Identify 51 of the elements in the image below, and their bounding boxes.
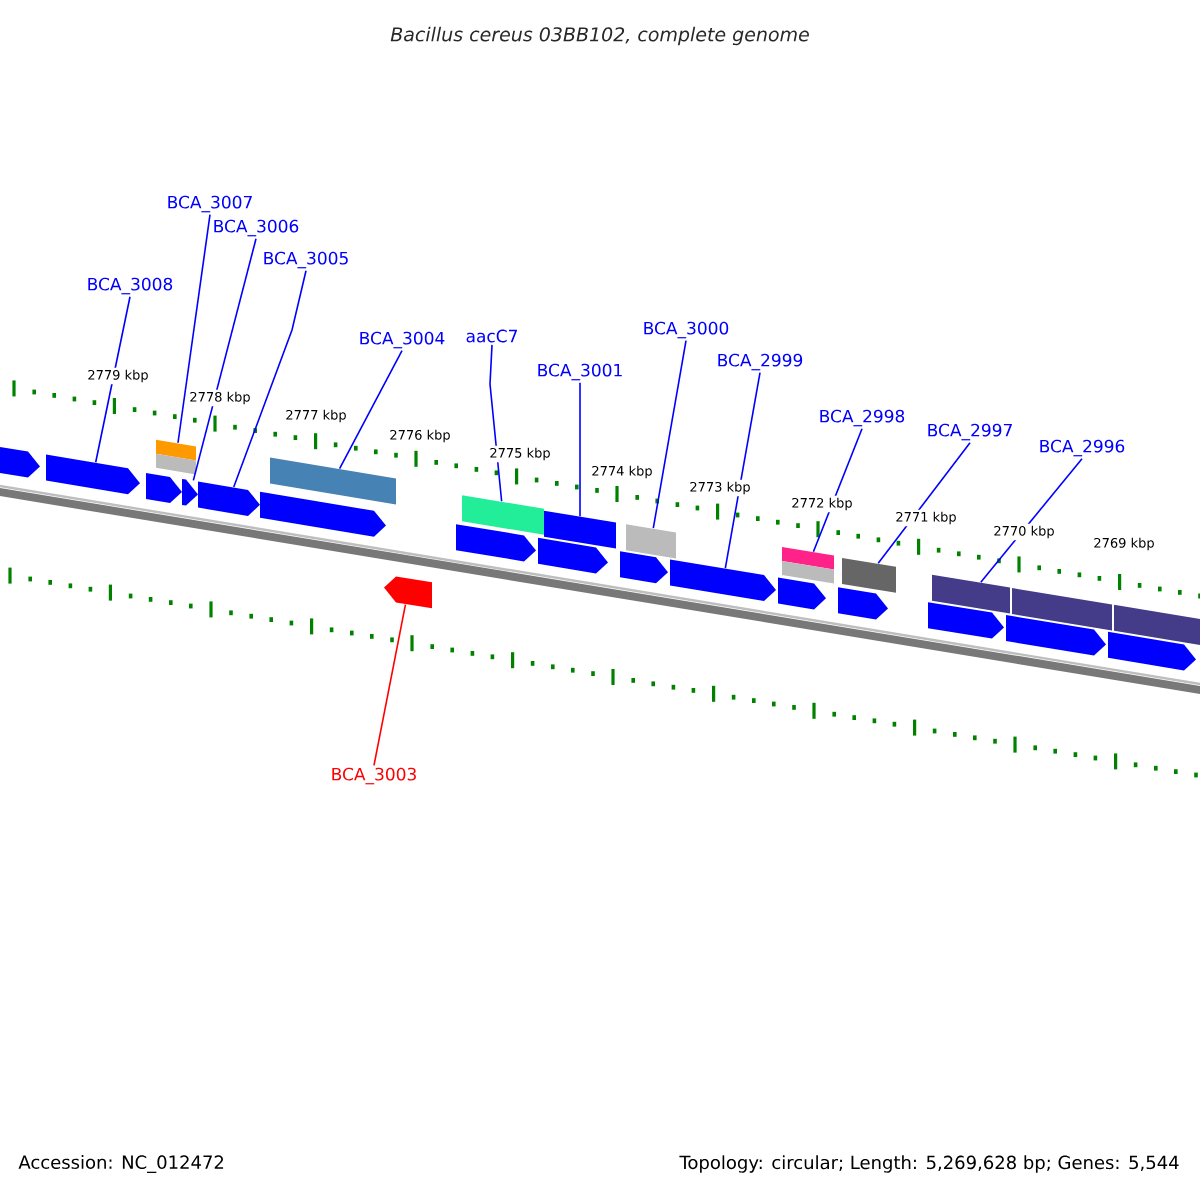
leader-line <box>338 349 403 470</box>
gene-feature <box>1006 615 1106 656</box>
gene-label: BCA_3006 <box>214 219 299 237</box>
gene-feature <box>842 558 896 593</box>
gene-feature <box>156 439 196 475</box>
leader-line <box>724 371 761 569</box>
leader-line <box>192 237 257 482</box>
gene-feature <box>1012 588 1112 631</box>
gene-feature <box>0 445 40 478</box>
gene-label: BCA_3004 <box>360 331 445 349</box>
gene-label: BCA_2998 <box>820 409 905 427</box>
gene-feature <box>838 587 888 620</box>
gene-feature <box>462 495 544 535</box>
footer-text: Topology: circular; Length: 5,269,628 bp; Genes: 5,544 <box>679 1155 1179 1173</box>
leader-line <box>373 603 407 767</box>
gene-feature <box>928 602 1004 639</box>
gene-feature <box>46 454 140 495</box>
gene-label: BCA_3005 <box>264 251 348 269</box>
gene-feature <box>626 524 676 559</box>
gene-label: BCA_2997 <box>928 423 1012 441</box>
footer-text: Accession: NC_012472 <box>18 1155 224 1173</box>
gene-feature <box>384 576 432 609</box>
gene-label: BCA_3007 <box>168 195 252 213</box>
gene-label: BCA_2999 <box>718 353 803 371</box>
gene-label: BCA_3000 <box>644 321 729 339</box>
gene-feature <box>1108 631 1196 671</box>
leader-line <box>232 269 307 488</box>
leader-line <box>877 441 971 565</box>
gene-feature <box>778 577 826 610</box>
gene-label: BCA_2996 <box>1040 439 1125 457</box>
leader-line <box>652 339 687 529</box>
leader-line <box>812 427 863 553</box>
leader-line <box>94 295 131 464</box>
gene-feature <box>782 547 834 584</box>
leader-line <box>177 213 211 444</box>
gene-feature <box>620 551 668 584</box>
gene-label: BCA_3008 <box>88 277 173 295</box>
leader-line <box>579 381 581 518</box>
gene-label: BCA_3001 <box>538 363 622 381</box>
gene-feature <box>456 524 536 562</box>
title: Bacillus cereus 03BB102, complete genome <box>390 26 809 46</box>
gene-feature <box>182 479 198 506</box>
leader-line <box>980 457 1083 584</box>
gene-feature <box>270 457 396 505</box>
gene-label: aacC7 <box>466 329 517 343</box>
gene-feature <box>538 537 608 574</box>
gene-feature <box>544 510 616 549</box>
gene-label: BCA_3003 <box>332 767 416 785</box>
leader-line <box>489 344 503 502</box>
gene-feature <box>1114 604 1200 647</box>
gene-feature <box>932 574 1010 614</box>
